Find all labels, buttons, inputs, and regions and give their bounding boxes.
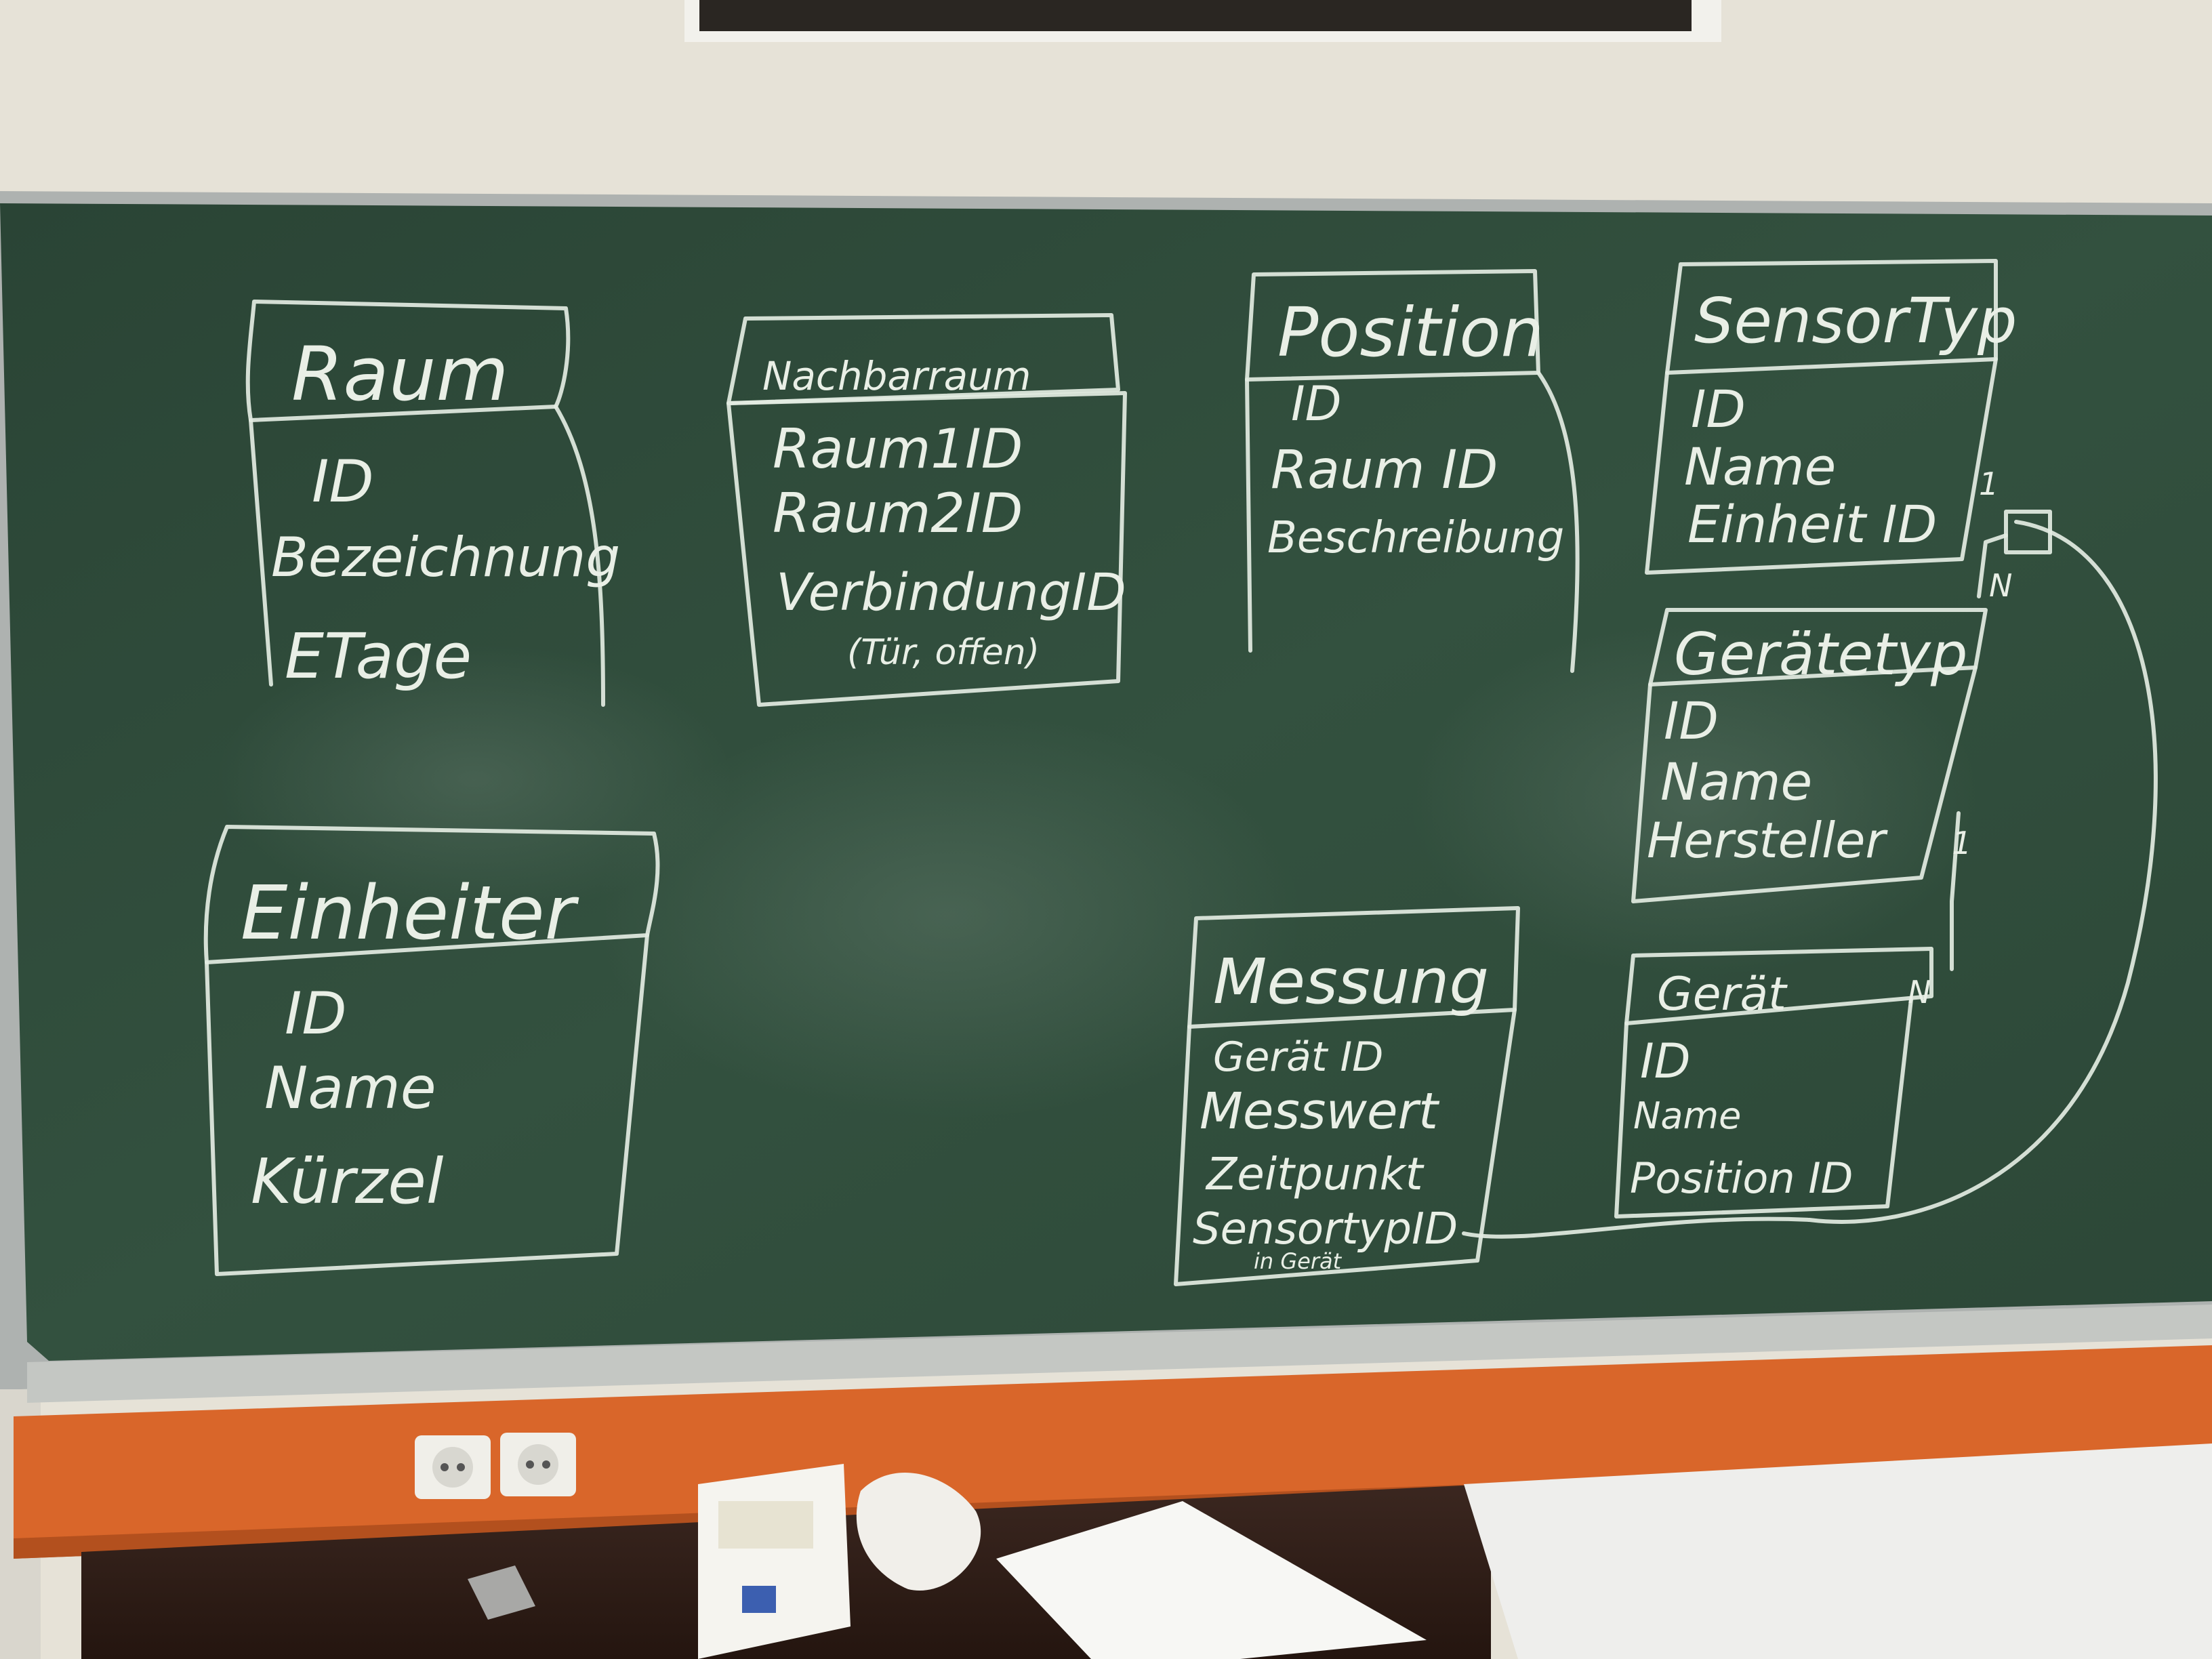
entity-attribute: VerbindungID xyxy=(776,562,1126,622)
cardinality: 1 xyxy=(1952,825,1971,861)
entity-attribute: Bezeichnung xyxy=(271,526,620,589)
poster xyxy=(699,0,1692,31)
eraser-smudge xyxy=(1410,623,1979,976)
entity-attribute: Name xyxy=(1633,1094,1741,1137)
entity-attribute: Beschreibung xyxy=(1267,513,1564,563)
entity-messung: Messung Gerät ID Messwert Zeitpunkt Sens… xyxy=(1174,906,1520,1286)
entity-position: Position ID Raum ID Beschreibung xyxy=(1245,269,1580,673)
eraser-smudge xyxy=(217,644,732,915)
entity-attribute: Messwert xyxy=(1200,1082,1440,1141)
relationship-line xyxy=(1462,520,2158,1239)
relationship-box xyxy=(2004,510,2052,554)
entity-attribute: (Tür, offen) xyxy=(847,632,1040,673)
cardinality: 1 xyxy=(1979,466,1999,502)
white-table xyxy=(1464,1443,2212,1659)
entity-raum: Raum ID Bezeichnung ETage xyxy=(245,300,620,707)
entity-title: Einheiter xyxy=(241,869,579,956)
entity-title: Raum xyxy=(291,331,509,417)
entity-title: Messung xyxy=(1213,945,1489,1018)
entity-title: Nachbarraum xyxy=(762,353,1031,399)
entity-title: Gerät xyxy=(1657,968,1788,1021)
entity-attribute: ID xyxy=(1691,379,1746,439)
entity-title: Position xyxy=(1277,293,1544,372)
cardinality: N xyxy=(1989,567,2012,604)
entity-attribute: Raum ID xyxy=(1271,440,1498,501)
entity-sensortyp: SensorTyp ID Name Einheit ID 1 N xyxy=(1645,259,2017,604)
entity-attribute: Name xyxy=(264,1054,436,1122)
entity-attribute: Einheit ID xyxy=(1687,494,1937,554)
entity-attribute: ID xyxy=(285,980,347,1048)
entity-title: SensorTyp xyxy=(1694,285,2017,357)
cable-plug xyxy=(468,1565,535,1620)
entity-attribute: ID xyxy=(1664,691,1719,751)
entity-attribute: ID xyxy=(1291,376,1342,432)
entity-attribute: Name xyxy=(1660,752,1812,812)
entity-attribute: Raum2ID xyxy=(773,482,1023,545)
entity-attribute: SensortypID xyxy=(1193,1204,1458,1254)
entity-attribute: Position ID xyxy=(1630,1153,1853,1203)
entity-attribute: Zeitpunkt xyxy=(1205,1148,1425,1200)
entity-nachbarraum: Nachbarraum Raum1ID Raum2ID VerbindungID… xyxy=(726,313,1127,707)
entity-note: in Gerät xyxy=(1254,1248,1343,1274)
entity-attribute: Kürzel xyxy=(251,1145,444,1218)
eraser-smudge xyxy=(596,712,1301,1118)
entity-attribute: ID xyxy=(1640,1033,1691,1089)
orange-rail xyxy=(14,1345,2212,1559)
entity-geraetetyp: Gerätetyp ID Name Hersteller 1 xyxy=(1631,608,1988,903)
entity-attribute: ID xyxy=(312,448,374,516)
power-sockets xyxy=(415,1433,576,1499)
entity-attribute: Hersteller xyxy=(1647,812,1888,869)
entity-geraet: Gerät ID Name Position ID N xyxy=(1614,947,1933,1218)
entity-attribute: Raum1ID xyxy=(773,417,1023,480)
relationship-tick xyxy=(1977,533,2008,598)
chalk-box xyxy=(698,1464,851,1659)
entity-attribute: Name xyxy=(1684,436,1836,497)
tissue xyxy=(856,1473,981,1591)
entity-attribute: ETage xyxy=(285,620,472,693)
entity-attribute: Gerät ID xyxy=(1213,1033,1383,1081)
chalk-ledge xyxy=(27,1305,2212,1403)
entity-einheiter: Einheiter ID Name Kürzel xyxy=(203,825,660,1276)
entity-title: Gerätetyp xyxy=(1674,621,1967,689)
paper-sheet xyxy=(996,1501,1427,1659)
cardinality: N xyxy=(1908,974,1931,1010)
relationship-line-geraetetyp xyxy=(1950,811,1961,971)
